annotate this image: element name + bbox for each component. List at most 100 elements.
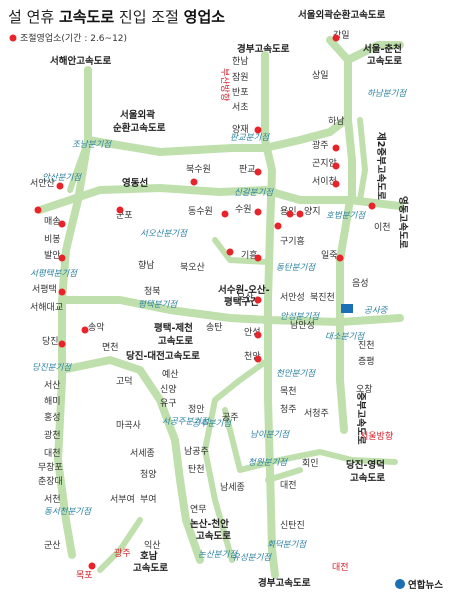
label-yeongdong-right: 영동고속도로 [397, 196, 409, 249]
junction-label: 안성분기점 [280, 311, 320, 322]
toll-booth-dot [254, 355, 262, 363]
label-dangjin-daejeon: 당진-대전고속도로 [126, 350, 200, 362]
toll-booth-dot [58, 340, 66, 348]
toll-gate-label: 하남 [328, 116, 345, 127]
junction-label: 남이분기점 [250, 429, 290, 440]
toll-booth-dot [332, 162, 340, 170]
label-seoul-outer-west-2: 순환고속도로 [113, 122, 166, 134]
toll-gate-label: 탄천 [188, 464, 205, 475]
adjusted-toll-booths [34, 34, 376, 570]
junction-label: 평택분기점 [138, 299, 178, 310]
junction-label: 조남분기점 [72, 139, 112, 150]
toll-gate-label: 송악 [88, 321, 105, 333]
toll-gate-label: 천안 [244, 351, 261, 362]
direction-daejeon: 대전 [332, 562, 349, 573]
junction-label: 대소분기점 [325, 331, 365, 342]
toll-gate-label: 안성 [244, 327, 261, 338]
toll-booth-dot [116, 206, 124, 214]
toll-gate-label: 서안성 [280, 292, 305, 303]
toll-gate-label: 송탄 [206, 322, 223, 333]
toll-booth-dot [296, 210, 304, 218]
label-seoul-outer-west-1: 서울외곽 [120, 109, 155, 121]
label-nonsan-cheonan-2: 고속도로 [196, 530, 231, 542]
toll-gate-label: 서초 [232, 102, 249, 113]
toll-gate-label: 부여 [140, 493, 157, 505]
junction-label: 호법분기점 [326, 210, 366, 221]
toll-booth-dot [58, 220, 66, 228]
toll-gate-label: 향남 [138, 259, 155, 271]
toll-gate-label: 북오산 [180, 262, 205, 273]
title-part-4: 영업소 [184, 8, 226, 26]
toll-gate-label: 수원 [235, 204, 252, 215]
toll-booth-dot [368, 202, 376, 210]
legend-text: 조절영업소(기간 : 2.6~12) [20, 32, 127, 44]
toll-gate-label: 춘장대 [38, 476, 63, 487]
label-honam-2: 고속도로 [133, 562, 168, 574]
toll-booth-dot [81, 326, 89, 334]
toll-gate-label: 청주 [280, 404, 297, 415]
toll-booth-dot [332, 180, 340, 188]
construction-icon [341, 304, 353, 313]
toll-gate-label: 서부여 [110, 493, 135, 505]
toll-booth-dot [190, 178, 198, 186]
highway-network [36, 36, 404, 579]
toll-gate-label: 서이천 [312, 176, 337, 187]
toll-gate-label: 남세종 [220, 482, 245, 493]
toll-gate-label: 당진 [42, 336, 59, 347]
toll-booth-dot [254, 331, 262, 339]
title-part-2: 고속도로 [59, 8, 114, 26]
toll-booth-dot [254, 126, 262, 134]
toll-gate-label: 서세종 [130, 448, 155, 459]
toll-gates: 한남 잠원 반포 서초 양재 판교 수원 기흥 오산 안성 천안 목천 청주 대… [30, 30, 391, 559]
toll-booth-dot [336, 254, 344, 262]
toll-booth-dot [34, 206, 42, 214]
toll-gate-label: 곤지암 [312, 157, 337, 169]
toll-gate-label: 예산 [162, 369, 179, 380]
toll-gate-label: 군산 [44, 540, 61, 551]
junction-label: 회덕분기점 [267, 539, 307, 550]
label-yeongdong: 영동선 [122, 177, 148, 189]
toll-gate-label: 오창 [356, 384, 373, 395]
junction-label: 서평택분기점 [30, 268, 78, 279]
label-seoul-outer-north: 서울외곽순환고속도로 [298, 9, 386, 21]
toll-gate-label: 유구 [160, 398, 177, 409]
toll-gate-label: 북진천 [310, 292, 335, 303]
toll-gate-label: 청양 [140, 469, 157, 480]
toll-gate-label: 기흥 [241, 249, 258, 261]
title-part-1: 설 연휴 [8, 8, 59, 26]
toll-booth-dot [56, 182, 64, 190]
toll-gate-label: 일죽 [321, 250, 338, 261]
label-dangjin-yeongdeok-2: 고속도로 [350, 472, 385, 484]
construction-marker: 공사중 [341, 304, 389, 316]
toll-booth-dot [58, 254, 66, 262]
toll-gate-label: 비봉 [44, 234, 61, 245]
toll-gate-label: 서산 [44, 380, 61, 391]
toll-gate-label: 이천 [374, 222, 391, 233]
junction-labels: 하남분기점 조남분기점 안산분기점 판교분기점 신갈분기점 호법분기점 서오산분… [30, 88, 407, 563]
toll-gate-label: 서안산 [30, 178, 55, 189]
legend: 조절영업소(기간 : 2.6~12) [9, 32, 127, 44]
toll-gate-label: 군포 [116, 210, 133, 221]
toll-gate-label: 오산 [237, 292, 254, 303]
toll-booth-dot [332, 144, 340, 152]
toll-gate-label: 동수원 [188, 206, 213, 217]
toll-gate-label: 강일 [333, 30, 350, 41]
toll-gate-label: 한남 [232, 56, 249, 67]
map-title: 설 연휴 고속도로 진입 조절 영업소 [8, 8, 225, 26]
junction-label: 동탄분기점 [276, 262, 316, 273]
junction-label: 판교분기점 [230, 132, 270, 143]
toll-gate-label: 무창포 [38, 462, 63, 473]
label-honam-1: 호남 [140, 550, 158, 562]
junction-label: 안산분기점 [42, 172, 82, 183]
label-jungbu2: 제2중부고속도로 [375, 132, 387, 200]
label-seohaean: 서해안고속도로 [50, 55, 111, 67]
junction-label: 공주분기점 [192, 418, 232, 429]
label-region-2: 평택구간 [224, 296, 259, 308]
toll-booth-dot [88, 562, 96, 570]
legend-booth-dot [9, 34, 17, 42]
toll-gate-label: 상일 [312, 70, 329, 81]
svg-text:설 연휴 고속도로 진입 조절 영업소: 설 연휴 고속도로 진입 조절 영업소 [8, 8, 225, 26]
toll-booth-dot [254, 254, 262, 262]
toll-gate-label: 서해대교 [30, 302, 63, 313]
